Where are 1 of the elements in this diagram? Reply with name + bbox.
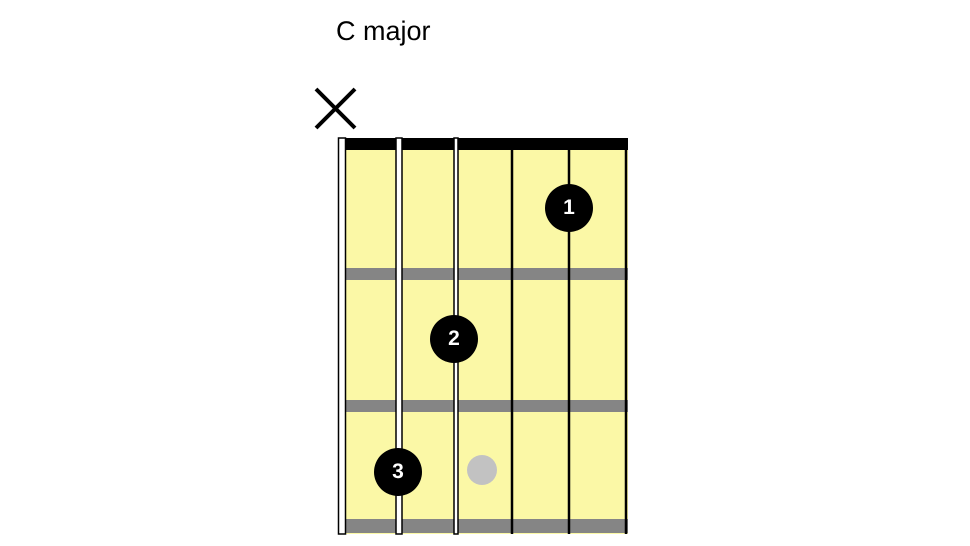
chord-title: C major <box>336 16 431 47</box>
